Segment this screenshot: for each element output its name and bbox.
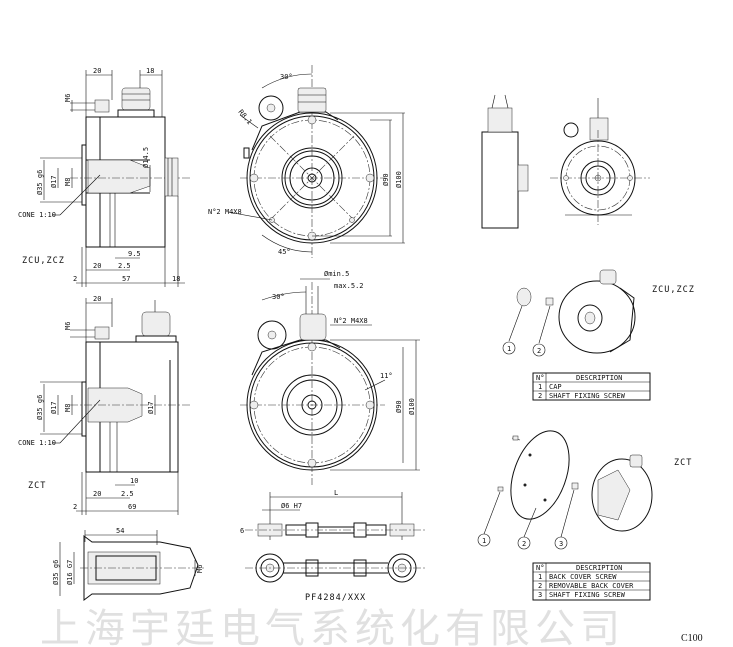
angle-30: 30° — [272, 293, 285, 301]
dim-m6: M6 — [196, 565, 204, 573]
dim-9-5: 9.5 — [128, 250, 141, 258]
dim-2: 2 — [73, 503, 77, 511]
table-cell: 1 — [538, 573, 542, 581]
table-header-description: DESCRIPTION — [576, 374, 622, 382]
mid-side-view: 20 M6 Ø35 g6 Ø17 M8 Ø17 CONE 1:10 10 20 … — [18, 295, 190, 515]
dim-20-bottom: 20 — [93, 490, 101, 498]
callout-3: 3 — [559, 540, 563, 548]
angle-11: 11° — [380, 372, 393, 380]
zcu-exploded-view: 1 2 ZCU,ZCZ — [502, 269, 695, 357]
dim-hole: Ø6 H7 — [281, 502, 302, 510]
screws-label: N°2 M4X8 — [334, 317, 368, 325]
hole-min-dia: Ømin.5 — [324, 270, 349, 278]
dim-bore-right: Ø17 — [147, 401, 155, 414]
dim-shaft-dia: Ø35 g6 — [36, 395, 44, 420]
table-cell: SHAFT FIXING SCREW — [549, 392, 626, 400]
callout-2: 2 — [522, 540, 526, 548]
zcu-zcz-label: ZCU,ZCZ — [652, 285, 695, 295]
right-top-views — [481, 94, 650, 229]
zct-parts-table: N° DESCRIPTION 1 BACK COVER SCREW 2 REMO… — [532, 562, 651, 601]
dia-90: Ø90 — [382, 173, 390, 186]
dim-m8: M8 — [64, 178, 72, 186]
dim-20-top: 20 — [93, 295, 101, 303]
mid-front-view: 30° Ømin.5 max.5.2 N°2 M4X8 11° Ø90 Ø100 — [240, 270, 420, 485]
dim-m6: M6 — [64, 94, 72, 102]
table-cell: 1 — [538, 383, 542, 391]
dim-bore: Ø16 G7 — [66, 560, 74, 585]
table-cell: REMOVABLE BACK COVER — [549, 582, 634, 590]
dim-69: 69 — [128, 503, 136, 511]
table-cell: SHAFT FIXING SCREW — [549, 591, 626, 599]
zcu-parts-table: N° DESCRIPTION 1 CAP 2 SHAFT FIXING SCRE… — [532, 372, 651, 401]
dim-cap-dia: Ø14.5 — [142, 147, 150, 168]
watermark: 上海宇廷电气系统化有限公司 — [40, 606, 625, 647]
table-header-description: DESCRIPTION — [576, 564, 622, 572]
connecting-rod: L Ø6 H7 6 PF4284/XXX — [240, 489, 425, 603]
table-cell: 2 — [538, 582, 542, 590]
variant-label-zct: ZCT — [28, 481, 46, 491]
dim-bore: Ø17 — [50, 175, 58, 188]
variant-label-zcu-zcz: ZCU,ZCZ — [22, 256, 65, 266]
rod-part-number: PF4284/XXX — [305, 593, 366, 603]
shaft-view: 54 Ø35 g6 Ø16 G7 M6 — [52, 527, 205, 601]
dia-100: Ø100 — [408, 398, 416, 415]
top-side-view: 20 18 M6 Ø35 g6 Ø17 M8 Ø14.5 CONE 1:10 9… — [18, 67, 190, 287]
table-cell: 2 — [538, 392, 542, 400]
callout-1: 1 — [482, 537, 486, 545]
table-header-no: N° — [536, 374, 544, 382]
dim-54: 54 — [116, 527, 124, 535]
hole-max-dia: max.5.2 — [334, 282, 364, 290]
dim-18: 18 — [146, 67, 154, 75]
dim-thickness: 6 — [240, 527, 244, 535]
dim-m6: M6 — [64, 322, 72, 330]
dim-length-l: L — [334, 489, 338, 497]
top-front-view: 30° R8.1 N°2 M4X8 45° Ø90 Ø100 — [208, 65, 405, 258]
dim-2-5: 2.5 — [118, 262, 131, 270]
dim-shaft-dia: Ø35 g6 — [36, 170, 44, 195]
screws-label: N°2 M4X8 — [208, 208, 242, 216]
callout-1: 1 — [507, 345, 511, 353]
radius-r8-1: R8.1 — [236, 108, 253, 126]
table-cell: CAP — [549, 383, 562, 391]
sheet-code: C100 — [681, 633, 703, 644]
table-cell: 3 — [538, 591, 542, 599]
zct-exploded-view: 1 2 3 ZCT — [477, 430, 692, 550]
angle-45: 45° — [278, 248, 291, 256]
cone-label: CONE 1:10 — [18, 211, 56, 219]
dim-10: 10 — [130, 477, 138, 485]
dim-bore: Ø17 — [50, 401, 58, 414]
dim-57: 57 — [122, 275, 130, 283]
dim-shaft-dia: Ø35 g6 — [52, 560, 60, 585]
dim-20-bottom: 20 — [93, 262, 101, 270]
dim-18-bottom: 18 — [172, 275, 180, 283]
angle-30: 30° — [280, 73, 293, 81]
dim-m8: M8 — [64, 404, 72, 412]
dia-90: Ø90 — [395, 400, 403, 413]
dim-2-5: 2.5 — [121, 490, 134, 498]
callout-2: 2 — [537, 347, 541, 355]
zct-label: ZCT — [674, 458, 692, 468]
dim-20: 20 — [93, 67, 101, 75]
table-header-no: N° — [536, 564, 544, 572]
cone-label: CONE 1:10 — [18, 439, 56, 447]
dia-100: Ø100 — [395, 171, 403, 188]
table-cell: BACK COVER SCREW — [549, 573, 617, 581]
dim-2: 2 — [73, 275, 77, 283]
